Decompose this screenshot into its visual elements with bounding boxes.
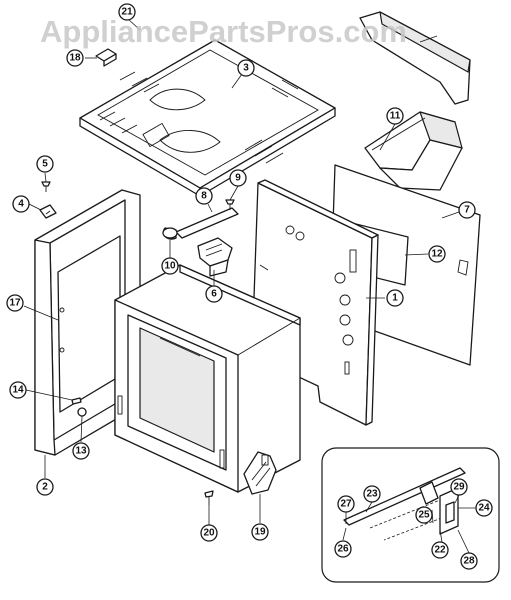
callout-8-label: 8 (201, 191, 207, 202)
callout-11: 11 (386, 107, 404, 125)
part-11-vent-duct (364, 111, 463, 191)
callout-25: 25 (415, 506, 433, 524)
callout-28-label: 28 (463, 556, 475, 567)
part-3-top-pan (79, 39, 336, 197)
part-20-screw (204, 490, 214, 505)
callout-26: 26 (334, 540, 352, 558)
part-4-clip (39, 204, 57, 219)
part-10-knob (162, 227, 178, 239)
callout-27: 27 (337, 495, 355, 513)
callout-1: 1 (386, 289, 404, 307)
callout-11-label: 11 (390, 111, 401, 122)
callout-2: 2 (36, 478, 54, 496)
callout-2-label: 2 (42, 482, 48, 493)
part-17-front-frame (34, 189, 141, 456)
part-18-bracket (95, 48, 117, 67)
callout-18-label: 18 (69, 53, 81, 64)
callout-25-label: 25 (418, 510, 430, 521)
upper-vent-trim (359, 11, 471, 105)
callout-4-label: 4 (18, 199, 24, 210)
callout-10-label: 10 (164, 261, 176, 272)
callout-13: 13 (72, 442, 90, 460)
leader-lines (23, 17, 476, 554)
callout-21-label: 21 (121, 7, 133, 18)
callout-7: 7 (458, 201, 476, 219)
part-14-screw (71, 397, 82, 405)
part-5-screw (41, 181, 51, 192)
callout-24-label: 24 (478, 503, 490, 514)
callout-3: 3 (237, 59, 255, 77)
part-9-screw (225, 199, 235, 210)
callout-20-label: 20 (203, 528, 215, 539)
callout-5: 5 (36, 155, 54, 173)
callout-23: 23 (363, 485, 381, 503)
watermark: AppliancePartsPros.com (40, 14, 407, 49)
callout-9: 9 (229, 169, 247, 187)
callout-24: 24 (475, 499, 493, 517)
callout-14-label: 14 (12, 385, 24, 396)
callout-23-label: 23 (366, 489, 378, 500)
callout-13-label: 13 (75, 446, 87, 457)
callout-19-label: 19 (254, 527, 266, 538)
callout-29-label: 29 (453, 482, 465, 493)
callout-21: 21 (118, 3, 136, 21)
callout-3-label: 3 (243, 63, 249, 74)
callout-17-label: 17 (9, 298, 21, 309)
callout-19: 19 (251, 523, 269, 541)
inset-detail (321, 447, 500, 583)
part-6-bracket (197, 237, 233, 277)
callout-29: 29 (450, 478, 468, 496)
callout-6: 6 (205, 285, 223, 303)
callout-12-label: 12 (431, 249, 443, 260)
callout-5-label: 5 (42, 159, 48, 170)
callout-22-label: 22 (434, 545, 446, 556)
part-19-hinge (243, 451, 277, 495)
callout-27-label: 27 (340, 499, 352, 510)
callout-14: 14 (9, 381, 27, 399)
callout-28: 28 (460, 552, 478, 570)
callout-4: 4 (12, 195, 30, 213)
callout-12: 12 (428, 245, 446, 263)
callout-17: 17 (6, 294, 24, 312)
callout-18: 18 (66, 49, 84, 67)
callout-10: 10 (161, 257, 179, 275)
callouts: 21 18 3 11 7 12 1 5 (6, 3, 493, 570)
callout-7-label: 7 (464, 205, 470, 216)
callout-20: 20 (200, 524, 218, 542)
oven-cavity (114, 264, 301, 493)
callout-8: 8 (195, 187, 213, 205)
part-13-grommet (77, 407, 87, 417)
callout-1-label: 1 (392, 293, 398, 304)
callout-26-label: 26 (337, 544, 349, 555)
callout-9-label: 9 (235, 173, 241, 184)
callout-22: 22 (431, 541, 449, 559)
callout-6-label: 6 (211, 289, 217, 300)
